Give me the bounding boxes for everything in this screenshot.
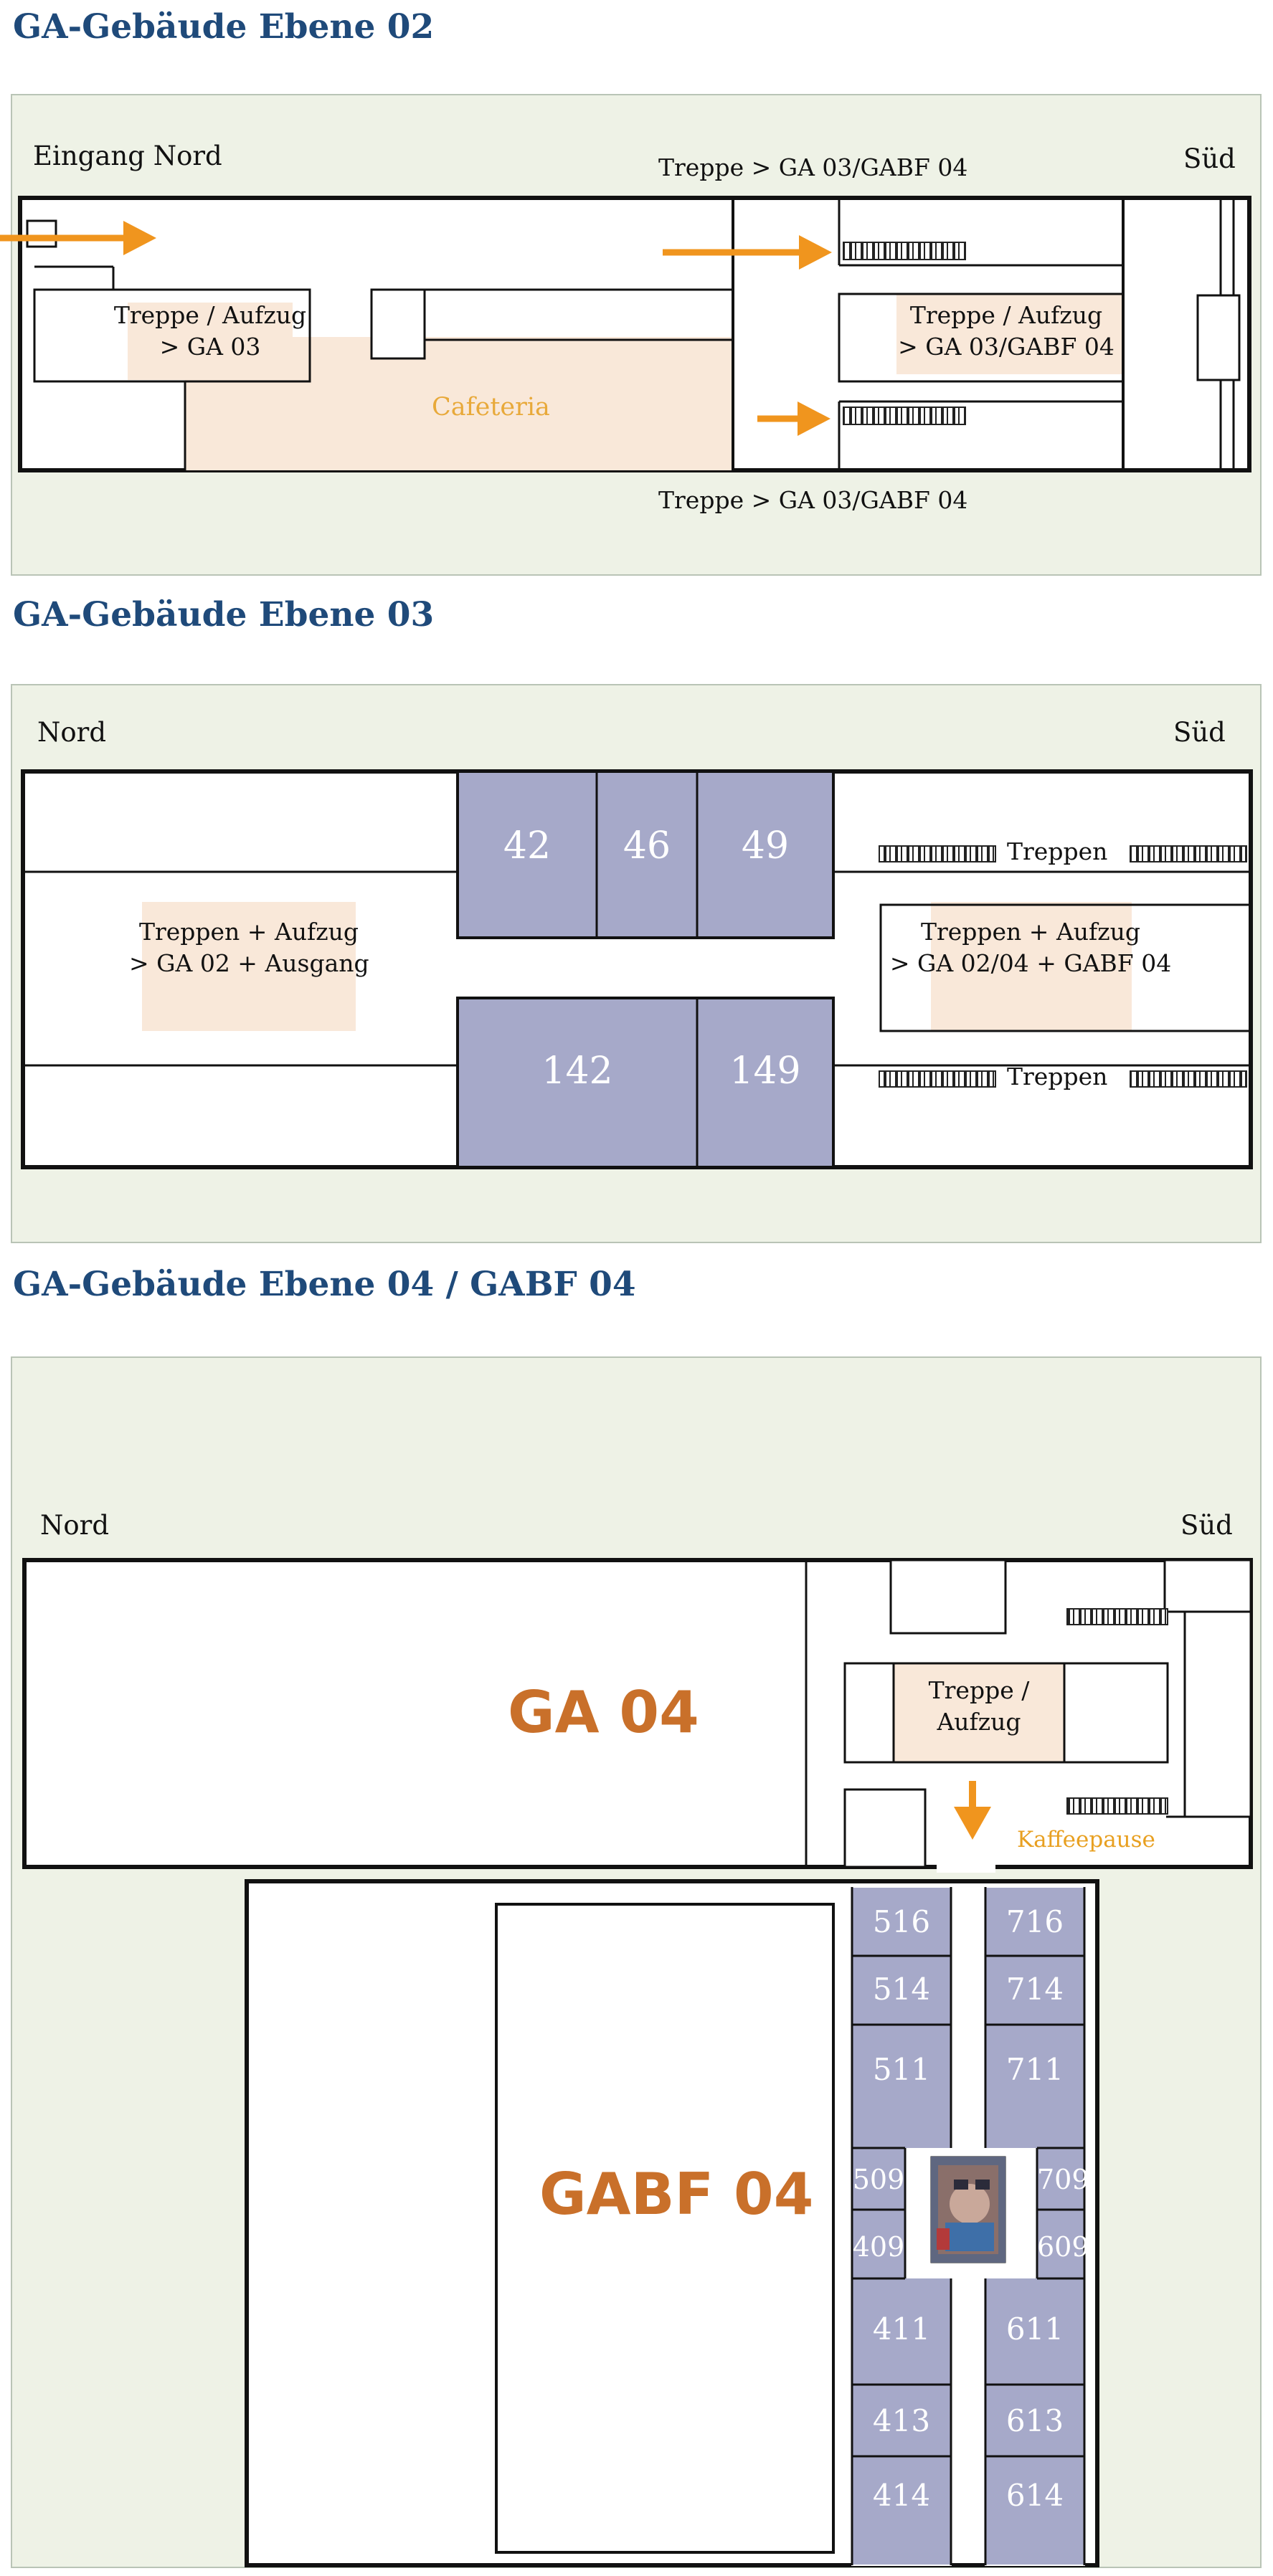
room-613: 613	[1005, 2403, 1064, 2438]
room-516: 516	[872, 1904, 931, 1939]
heading-level-02: GA-Gebäude Ebene 02	[13, 7, 435, 47]
level03-rooms-bottom	[458, 998, 833, 1167]
room-413: 413	[872, 2403, 931, 2438]
north-label-03: Nord	[37, 717, 107, 748]
ga04-label: GA 04	[508, 1679, 699, 1746]
stairs-elevator-04: Treppe / Aufzug	[894, 1675, 1064, 1737]
level04-gabf-building	[245, 1879, 1099, 2567]
room-149: 149	[729, 1050, 801, 1093]
level03-stairs-top-right	[1130, 845, 1247, 862]
stairs-elevator-04-line2: Aufzug	[937, 1707, 1021, 1736]
arrow-stairs-top	[663, 235, 832, 270]
artwork-image	[931, 2157, 1005, 2263]
stairs-elevator-left-03: Treppen + Aufzug > GA 02 + Ausgang	[129, 916, 369, 979]
stairs-elevator-right-03: Treppen + Aufzug > GA 02/04 + GABF 04	[889, 916, 1172, 979]
room-711: 711	[1005, 2052, 1064, 2087]
stairs-bottom	[843, 407, 966, 425]
arrow-coffee-break	[954, 1781, 991, 1840]
stairs-elevator-04-line1: Treppe /	[928, 1676, 1030, 1704]
south-label-02: Süd	[1183, 143, 1236, 174]
level04-stairs-elevator	[843, 1662, 1169, 1764]
stairs-elevator-left-02-line2: > GA 03	[159, 332, 261, 361]
level03-stairs-bottom-right	[1130, 1070, 1247, 1088]
level03-stairs-elevator-right	[879, 903, 1252, 1032]
room-714: 714	[1005, 1972, 1064, 2007]
level04-stairs-highlight	[894, 1663, 1064, 1762]
stairs-elevator-right-03-line1: Treppen + Aufzug	[920, 918, 1141, 946]
room-709: 709	[1037, 2164, 1089, 2195]
stairs-elevator-right-02-line1: Treppe / Aufzug	[909, 301, 1103, 329]
room-414: 414	[872, 2478, 931, 2513]
gabf04-hall	[495, 1903, 835, 2554]
north-label-04: Nord	[40, 1510, 110, 1541]
level04-ga-building	[22, 1558, 1253, 1873]
room-511: 511	[872, 2052, 931, 2087]
stairs-elevator-right-02: Treppe / Aufzug > GA 03/GABF 04	[881, 300, 1132, 362]
entrance-north-label: Eingang Nord	[33, 141, 222, 171]
room-609: 609	[1037, 2231, 1089, 2263]
room-716: 716	[1005, 1904, 1064, 1939]
room-49: 49	[741, 824, 790, 868]
room-46: 46	[623, 824, 671, 868]
room-42: 42	[503, 824, 552, 868]
room-514: 514	[872, 1972, 931, 2007]
stairs-bottom-label-03: Treppen	[1007, 1063, 1108, 1090]
room-509: 509	[852, 2164, 905, 2195]
room-611: 611	[1005, 2311, 1064, 2347]
level02-right-stairs-highlight	[896, 294, 1122, 374]
room-142: 142	[541, 1050, 613, 1093]
stairs-top	[843, 242, 966, 260]
arrow-stairs-bottom	[757, 401, 830, 436]
stairs-top-label: Treppe > GA 03/GABF 04	[658, 153, 968, 181]
cafeteria-label: Cafeteria	[432, 393, 550, 422]
level03-right-stairs-highlight	[931, 902, 1132, 1031]
room-dividers	[851, 1887, 1086, 2565]
stairs-top-label-03: Treppen	[1007, 837, 1108, 865]
level04-stairs-top	[1066, 1608, 1168, 1625]
south-label-03: Süd	[1173, 717, 1226, 748]
level02-left-stairs-highlight	[128, 303, 293, 380]
heading-level-03: GA-Gebäude Ebene 03	[13, 595, 435, 635]
stairs-elevator-left-02: Treppe / Aufzug > GA 03	[100, 300, 320, 362]
heading-level-04: GA-Gebäude Ebene 04 / GABF 04	[13, 1265, 636, 1304]
stairs-elevator-left-03-line2: > GA 02 + Ausgang	[129, 949, 369, 977]
stairs-elevator-right-02-line2: > GA 03/GABF 04	[898, 332, 1115, 361]
room-409: 409	[852, 2231, 905, 2263]
south-label-04: Süd	[1180, 1510, 1233, 1541]
entrance-door	[26, 219, 57, 248]
room-614: 614	[1005, 2478, 1064, 2513]
level02-stairs-elevator-left	[33, 288, 311, 383]
level03-stairs-bottom-left	[879, 1070, 996, 1088]
stairs-bottom-label: Treppe > GA 03/GABF 04	[658, 486, 968, 514]
stairs-elevator-left-02-line1: Treppe / Aufzug	[113, 301, 307, 329]
coffee-break-label: Kaffeepause	[1017, 1827, 1155, 1853]
level03-building	[21, 769, 1253, 1169]
level02-building	[18, 196, 1251, 472]
stairs-elevator-right-03-line2: > GA 02/04 + GABF 04	[889, 949, 1172, 977]
level03-rooms-top	[458, 771, 833, 938]
stairs-elevator-left-03-line1: Treppen + Aufzug	[138, 918, 359, 946]
room-411: 411	[872, 2311, 931, 2347]
gabf04-label: GABF 04	[539, 2161, 814, 2228]
level03-left-stairs-highlight	[142, 902, 356, 1031]
level04-stairs-bottom	[1066, 1797, 1168, 1815]
level03-stairs-top-left	[879, 845, 996, 862]
arrow-entrance	[0, 221, 156, 255]
